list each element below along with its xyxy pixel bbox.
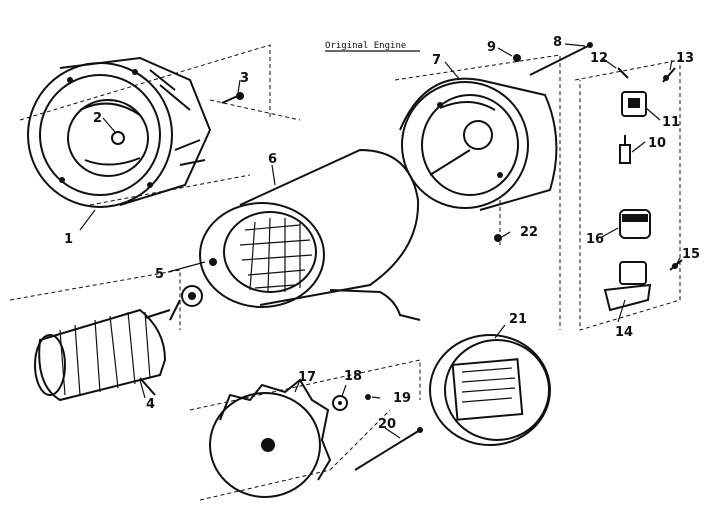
washer-part-18	[332, 395, 348, 411]
callout-21: 21	[509, 312, 527, 327]
armature	[34, 308, 171, 402]
switch-part-11	[621, 91, 647, 117]
rear-end-housing	[399, 77, 558, 211]
brush-assembly	[169, 258, 217, 321]
callout-18: 18	[344, 369, 362, 384]
callout-2: 2	[93, 111, 102, 126]
callout-11: 11	[662, 115, 680, 130]
screw-part-13	[662, 67, 676, 83]
callout-22: 22	[520, 225, 538, 240]
callout-13: 13	[676, 51, 694, 66]
through-bolt-part-8	[529, 42, 593, 76]
screw-part-3	[221, 92, 244, 104]
callout-8: 8	[553, 35, 562, 50]
callout-15: 15	[682, 247, 700, 262]
front-end-housing	[27, 56, 212, 208]
callout-12: 12	[590, 51, 608, 66]
callout-leaders	[79, 43, 681, 439]
nut-part-9	[513, 54, 521, 62]
callout-6: 6	[268, 152, 277, 167]
stator-housing	[199, 148, 421, 321]
callout-19: 19	[393, 391, 411, 406]
assembly-guide-lines	[9, 44, 681, 501]
callout-17: 17	[298, 370, 316, 385]
callout-4: 4	[146, 397, 155, 412]
diagram-caption: Original Engine	[325, 41, 406, 51]
callout-20: 20	[378, 417, 396, 432]
screw-part-12	[617, 67, 629, 79]
callout-7: 7	[432, 53, 441, 68]
callout-9: 9	[487, 40, 496, 55]
end-cover-part-21	[429, 334, 551, 446]
nut-part-19	[365, 394, 371, 400]
bracket-part-14	[603, 261, 652, 312]
callout-1: 1	[64, 232, 73, 247]
connector-part-10	[619, 135, 631, 164]
callout-10: 10	[648, 136, 666, 151]
callout-3: 3	[240, 71, 249, 86]
fastener-part-22	[494, 234, 502, 242]
callout-14: 14	[615, 325, 633, 340]
bolt-part-20	[354, 427, 423, 471]
callout-labels: 1 2 3 4 5 6 7 8 9 10 11 12 13 14 15 16 1…	[64, 35, 700, 432]
fan-part-17	[209, 378, 332, 498]
capacitor-part-16	[619, 209, 651, 239]
callout-5: 5	[155, 267, 164, 282]
callout-16: 16	[586, 232, 604, 247]
